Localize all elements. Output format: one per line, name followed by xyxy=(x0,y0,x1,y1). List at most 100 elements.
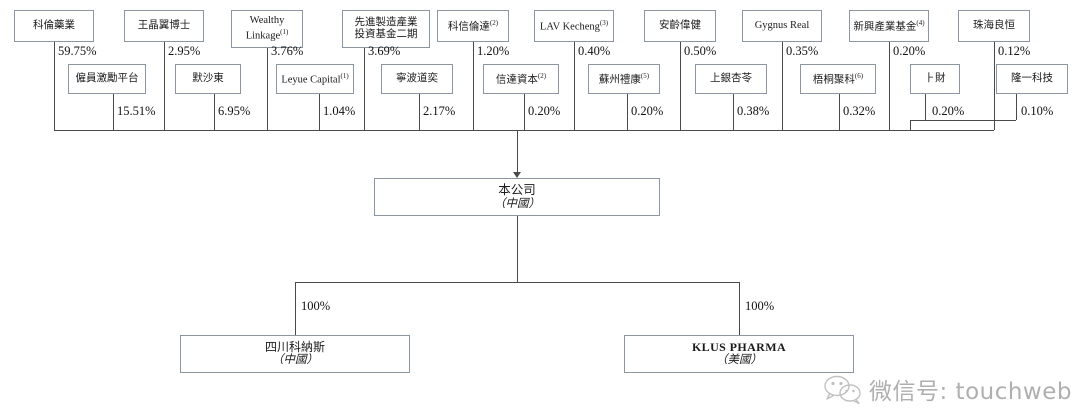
tier2-node-3: 寧波道奕 xyxy=(381,64,453,94)
tier1-node-6-label: 安齡偉健 xyxy=(659,19,701,31)
watermark-text: 微信号: touchweb xyxy=(868,379,1072,405)
tier2-node-0-label: 僱員激勵平台 xyxy=(75,72,139,84)
watermark: 微信号: touchweb xyxy=(823,372,1072,406)
tier1-node-8-label: 新興產業基金(4) xyxy=(853,18,925,33)
tier2-pct-9: 0.10% xyxy=(1021,104,1054,118)
company-country: （中國） xyxy=(494,197,540,210)
tier1-node-6: 安齡偉健 xyxy=(644,10,716,42)
tier1-node-0: 科倫藥業 xyxy=(14,10,94,42)
tier2-node-7: 梧桐聚科(6) xyxy=(800,64,876,94)
subsidiary-node-1: KLUS PHARMA （美國） xyxy=(624,335,854,373)
tier1-node-3: 先進製造產業 投資基金二期 xyxy=(342,10,430,48)
tier2-node-2-label: Leyue Capital(1) xyxy=(281,71,349,86)
collector-rail-stub-9 xyxy=(910,120,1016,121)
tier1-node-5-label: LAV Kecheng(3) xyxy=(539,18,609,33)
tier1-connector-8 xyxy=(889,42,890,130)
company-feed-arrowhead xyxy=(513,172,521,178)
tier1-pct-6: 0.50% xyxy=(684,44,717,58)
tier1-node-2-label-line1: Wealthy xyxy=(249,15,285,27)
tier2-node-6-label: 上銀杏苓 xyxy=(710,72,752,84)
company-node: 本公司 （中國） xyxy=(374,178,660,216)
tier2-connector-6 xyxy=(733,94,734,130)
tier1-node-5: LAV Kecheng(3) xyxy=(534,10,614,42)
tier1-connector-7 xyxy=(782,42,783,130)
tier1-pct-4: 1.20% xyxy=(477,44,510,58)
tier1-pct-8: 0.20% xyxy=(893,44,926,58)
tier2-node-1-label: 默沙東 xyxy=(192,72,224,84)
tier1-node-8-footnote: (4) xyxy=(916,18,925,27)
tier1-pct-2: 3.76% xyxy=(271,44,304,58)
subsidiary-node-1-title: KLUS PHARMA xyxy=(691,340,787,355)
tier2-node-7-label: 梧桐聚科(6) xyxy=(812,71,864,86)
wechat-icon xyxy=(823,374,863,404)
tier1-node-4: 科信倫達(2) xyxy=(437,10,509,42)
tier1-connector-0 xyxy=(54,42,55,130)
tier2-connector-8 xyxy=(925,94,926,120)
tier2-pct-8: 0.20% xyxy=(932,104,965,118)
tier2-node-9: 隆一科技 xyxy=(996,64,1068,94)
subsidiary-split-rail xyxy=(295,282,739,283)
tier2-node-8: ⺊財 xyxy=(910,64,960,94)
tier2-pct-0: 15.51% xyxy=(117,104,156,118)
tier2-node-2: Leyue Capital(1) xyxy=(276,64,354,94)
tier2-connector-1 xyxy=(214,94,215,130)
company-feed-stem xyxy=(517,130,518,174)
tier2-pct-4: 0.20% xyxy=(528,104,561,118)
company-title: 本公司 xyxy=(498,182,536,197)
tier1-node-4-label: 科信倫達(2) xyxy=(447,18,499,33)
collector-rail-stub-9-drop xyxy=(910,120,911,130)
tier2-pct-2: 1.04% xyxy=(323,104,356,118)
tier2-pct-1: 6.95% xyxy=(218,104,251,118)
tier1-connector-2 xyxy=(267,48,268,130)
tier1-pct-9: 0.12% xyxy=(998,44,1031,58)
tier1-node-0-label: 科倫藥業 xyxy=(33,19,75,31)
subsidiary-node-1-country: （美國） xyxy=(716,354,762,367)
tier2-pct-7: 0.32% xyxy=(843,104,876,118)
tier2-node-4-label: 信達資本(2) xyxy=(495,71,547,86)
tier2-node-5-footnote: (5) xyxy=(640,71,650,80)
subsidiary-feed-stem xyxy=(517,216,518,282)
tier1-pct-3: 3.69% xyxy=(368,44,401,58)
tier1-connector-4 xyxy=(473,42,474,130)
tier1-node-3-label-line2: 投資基金二期 xyxy=(354,29,418,40)
tier1-pct-5: 0.40% xyxy=(578,44,611,58)
tier2-connector-2 xyxy=(319,94,320,130)
tier2-connector-7 xyxy=(839,94,840,130)
tier1-node-2: Wealthy Linkage(1) xyxy=(231,10,303,48)
tier1-pct-1: 2.95% xyxy=(168,44,201,58)
tier2-connector-9 xyxy=(1016,94,1017,120)
subsidiary-node-0-title: 四川科納斯 xyxy=(264,340,325,355)
tier2-node-9-label: 隆一科技 xyxy=(1011,72,1053,84)
tier1-connector-5 xyxy=(574,42,575,130)
subsidiary-node-0: 四川科納斯 （中國） xyxy=(180,335,410,373)
tier2-pct-6: 0.38% xyxy=(737,104,770,118)
tier1-node-3-label-line1: 先進製造產業 xyxy=(354,16,418,28)
tier2-node-0: 僱員激勵平台 xyxy=(68,64,146,94)
tier2-connector-3 xyxy=(419,94,420,130)
tier2-node-7-footnote: (6) xyxy=(854,71,864,80)
tier1-connector-9 xyxy=(994,42,995,130)
subsidiary-connector-1 xyxy=(739,282,740,335)
subsidiary-pct-1: 100% xyxy=(745,299,775,313)
tier2-node-5: 蘇州禮康(5) xyxy=(588,64,660,94)
subsidiary-connector-0 xyxy=(295,282,296,335)
collector-rail-right xyxy=(910,130,994,131)
tier1-node-9-label: 珠海良恒 xyxy=(973,19,1015,31)
subsidiary-pct-0: 100% xyxy=(301,299,331,313)
tier2-node-5-label: 蘇州禮康(5) xyxy=(598,71,650,86)
tier1-node-8: 新興產業基金(4) xyxy=(849,10,929,42)
tier1-connector-1 xyxy=(164,42,165,130)
tier2-node-8-label: ⺊財 xyxy=(924,72,946,84)
tier1-node-2-label-line2: Linkage(1) xyxy=(245,27,289,42)
tier2-node-2-footnote: (1) xyxy=(340,71,349,80)
tier2-node-3-label: 寧波道奕 xyxy=(396,72,438,84)
tier2-node-6: 上銀杏苓 xyxy=(695,64,767,94)
tier1-node-7: Gygnus Real xyxy=(742,10,822,42)
tier1-node-5-footnote: (3) xyxy=(599,18,609,27)
tier1-node-7-label: Gygnus Real xyxy=(754,19,810,31)
tier2-connector-0 xyxy=(113,94,114,130)
tier1-connector-6 xyxy=(680,42,681,130)
tier1-node-1-label: 王晶翼博士 xyxy=(137,19,191,31)
tier2-pct-3: 2.17% xyxy=(423,104,456,118)
